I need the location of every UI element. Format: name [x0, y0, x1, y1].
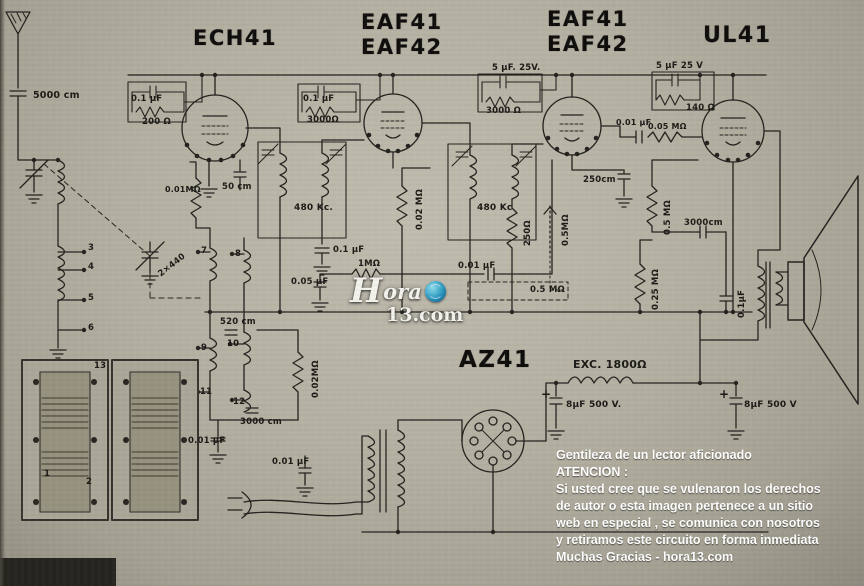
tube-az41 — [461, 382, 569, 533]
right-resistor-chain — [634, 130, 733, 313]
coil-photo-right — [111, 359, 199, 521]
filter-section — [547, 339, 745, 440]
antenna-symbol — [5, 11, 59, 161]
scan-left-edge — [0, 0, 5, 586]
scan-dark-edge — [0, 558, 116, 586]
watermark-ora: ora — [383, 278, 422, 304]
wiring-rails — [127, 74, 769, 533]
if-transformer-2 — [447, 143, 544, 313]
decoupling-box-3 — [477, 73, 557, 113]
notice-line: Gentileza de un lector aficionado — [556, 448, 752, 462]
tube-eaf-3 — [542, 74, 637, 208]
power-transformer — [227, 419, 463, 533]
watermark-row: H ora — [350, 271, 463, 311]
coil-photo-left — [21, 359, 109, 521]
notice-line: y retiramos este circuito en forma inmed… — [556, 533, 819, 547]
notice-line: Si usted cree que se vulenaron los derec… — [556, 482, 821, 496]
speaker-symbol — [787, 175, 859, 405]
tube-ul41 — [701, 74, 781, 313]
audio-coupling — [311, 159, 553, 312]
watermark-tail: 13.com — [386, 303, 464, 326]
tube-ech41 — [181, 74, 281, 198]
notice-line: de autor o esta imagen pertenece a un si… — [556, 499, 814, 513]
if-transformer-1 — [257, 139, 365, 313]
cathode-resistor-and-pot — [467, 205, 569, 313]
notice-line: web en especial , se comunica con nosotr… — [556, 516, 820, 530]
decoupling-box-2 — [297, 74, 381, 123]
oscillator-coil-pack — [195, 217, 304, 464]
grid-resistor — [189, 161, 202, 219]
antenna-coil — [49, 159, 85, 359]
tube-eaf-2 — [363, 74, 471, 169]
avc-resistor — [396, 167, 431, 313]
notice-line: ATENCION : — [556, 465, 628, 479]
junction-dots — [31, 72, 761, 535]
watermark-initial: H — [350, 271, 383, 311]
notice-line: Muchas Gracias - hora13.com — [556, 550, 734, 564]
decoupling-box-1 — [127, 74, 203, 123]
tuning-gang — [19, 159, 205, 299]
output-transformer — [699, 261, 789, 341]
cap-50cm — [233, 159, 247, 191]
decoupling-box-4 — [651, 71, 715, 111]
globe-icon — [424, 280, 446, 302]
watermark: H ora 13.com — [350, 271, 464, 326]
